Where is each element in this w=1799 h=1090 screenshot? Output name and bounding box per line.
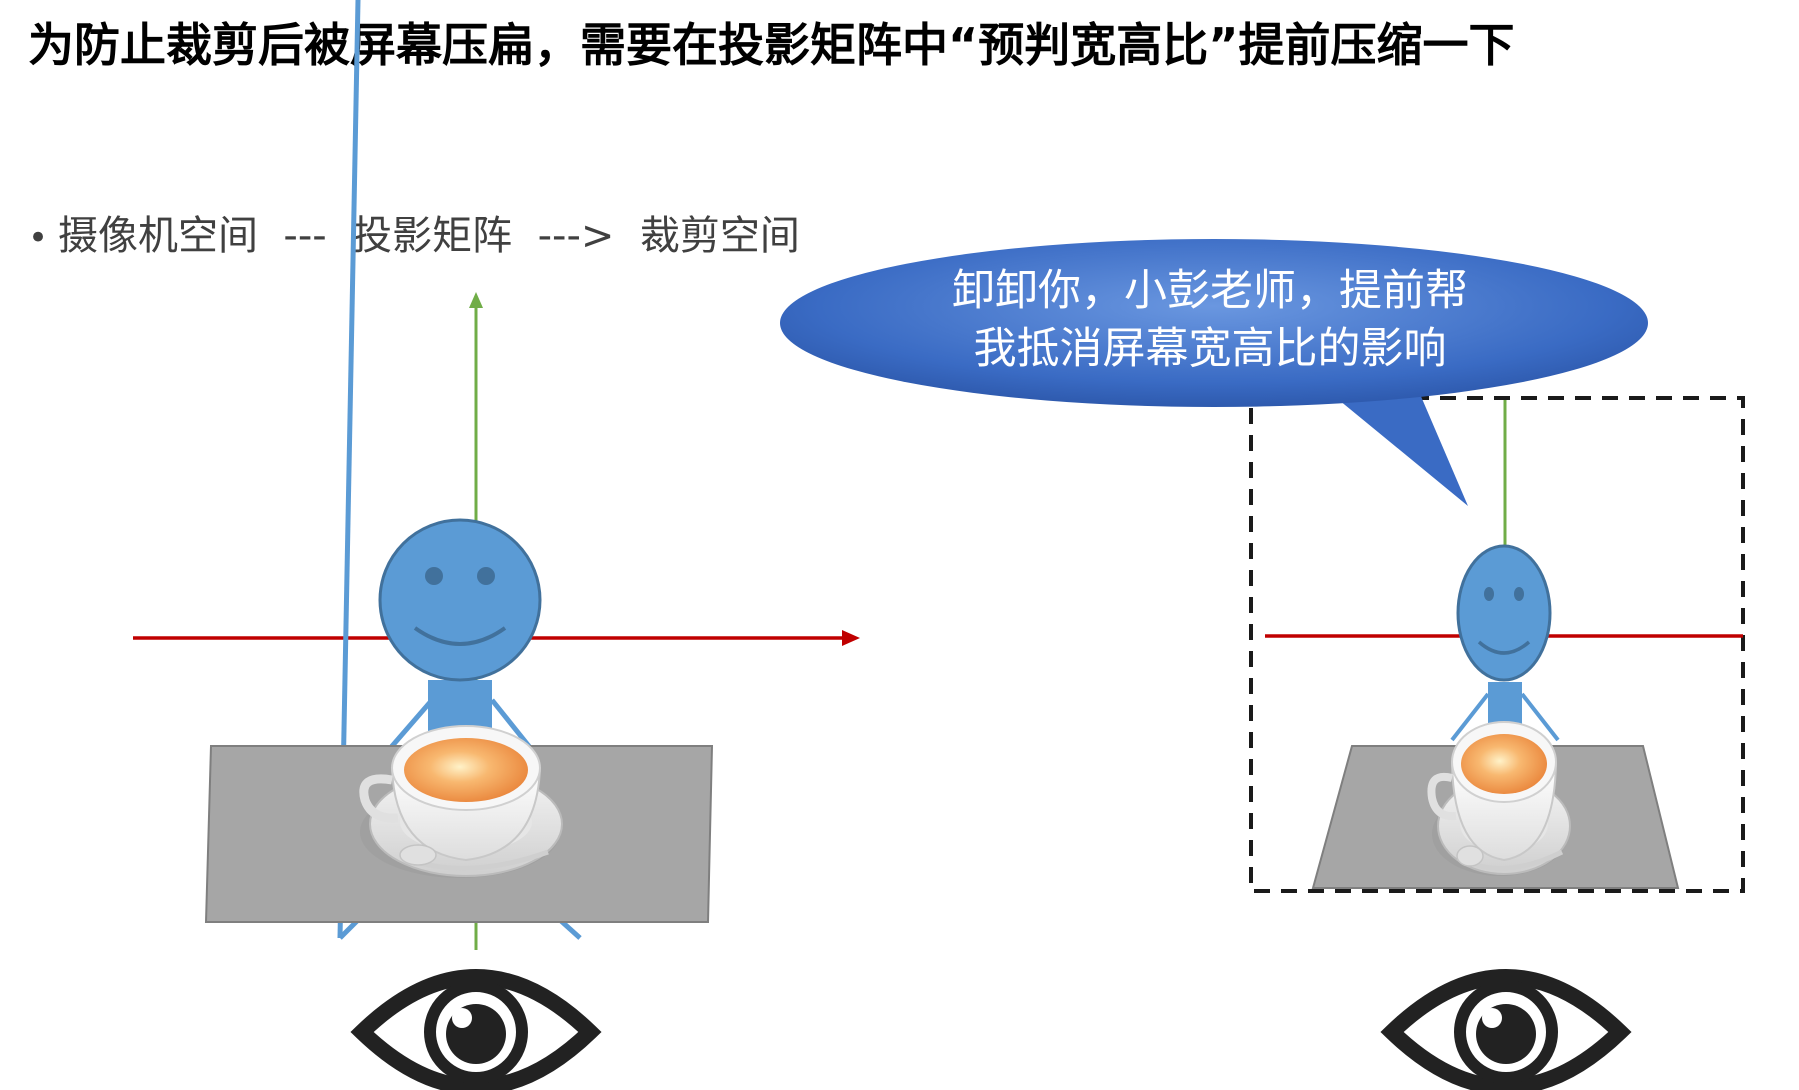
speech-bubble-line-1: 卸卸你，小彭老师，提前帮	[952, 266, 1468, 316]
bullet-marker: •	[28, 218, 49, 258]
teacup-left	[359, 725, 563, 878]
figure-mouth	[413, 626, 507, 646]
figure-eye-right	[477, 567, 495, 585]
clip-space-scene	[1249, 396, 1745, 1090]
speech-bubble-line-2: 我抵消屏幕宽高比的影响	[973, 324, 1447, 374]
figure-eye-left	[425, 567, 443, 585]
figure-arm-left-squashed	[1450, 692, 1490, 742]
figure-head-squashed	[1456, 544, 1552, 682]
figure-arm-right-squashed	[1520, 692, 1560, 742]
right-axis-arrowhead-left	[842, 630, 860, 646]
eye-icon-right	[1380, 969, 1632, 1090]
bullet-point: •摄像机空间 --- 投影矩阵 ---> 裁剪空间	[28, 208, 800, 266]
speech-bubble	[780, 239, 1648, 506]
figure-eye-right-squashed	[1514, 587, 1524, 601]
figure-mouth-squashed	[1477, 640, 1531, 655]
camera-space-scene	[133, 0, 860, 1090]
bullet-text: 摄像机空间 --- 投影矩阵 ---> 裁剪空间	[58, 213, 800, 259]
clip-box	[1249, 396, 1745, 893]
up-axis-arrowhead-left	[469, 292, 483, 308]
speech-bubble-body	[780, 239, 1648, 407]
speech-bubble-text: 卸卸你，小彭老师，提前帮 我抵消屏幕宽高比的影响	[870, 262, 1550, 378]
figure-eye-left-squashed	[1484, 587, 1494, 601]
slide-title: 为防止裁剪后被屏幕压扁，需要在投影矩阵中“预判宽高比”提前压缩一下	[28, 18, 1515, 72]
figure-head	[378, 518, 542, 682]
teacup-right	[1427, 721, 1571, 876]
eye-icon-left	[350, 969, 602, 1090]
